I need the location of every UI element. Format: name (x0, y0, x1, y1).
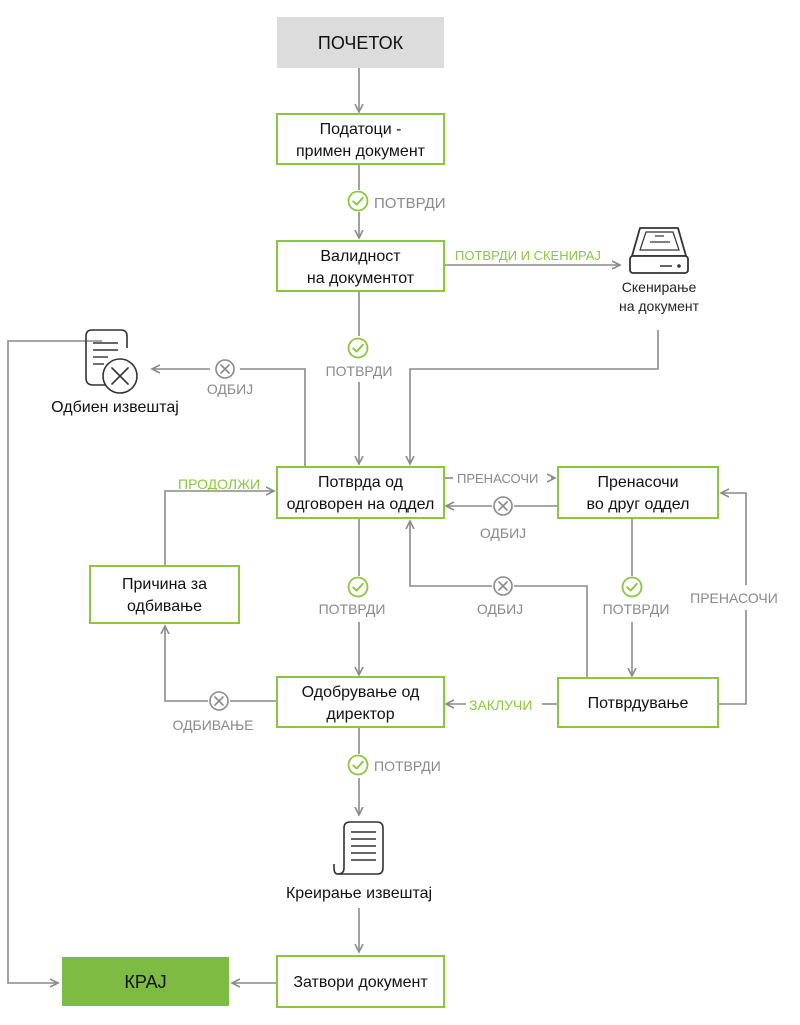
x-circle-icon (493, 496, 513, 516)
x-circle-icon (215, 359, 235, 379)
start-node: ПОЧЕТОК (277, 17, 444, 68)
check-circle-icon (347, 754, 369, 776)
edge-redirect-loop-b (721, 493, 747, 585)
x-circle-icon (493, 576, 513, 596)
close-document-node: Затвори документ (276, 955, 445, 1008)
redirect-department-line-1: Пренасочи (597, 474, 678, 491)
check-circle-icon (621, 576, 643, 598)
end-node: КРАЈ (62, 957, 229, 1006)
edge-label-reject-3: ОДБИЈ (477, 601, 523, 617)
edge-label-confirm-5: ПОТВРДИ (374, 758, 441, 774)
create-report-label: Креирање извештај (286, 885, 432, 902)
confirmation-node: Потврдување (557, 677, 719, 728)
scanning-line-1: Скенирање (622, 279, 697, 295)
end-label: КРАЈ (124, 972, 166, 992)
validity-node: Валидност на документот (276, 240, 445, 292)
rejection-reason-node: Причина за одбивање (89, 565, 240, 624)
edge-confirmation-reject-a (514, 585, 588, 678)
edge-label-continue: ПРОДОЛЖИ (178, 476, 260, 492)
edge-continue (164, 491, 274, 565)
edge-rejected-to-end (7, 340, 102, 983)
confirm-department-line-1: Потврда од (318, 474, 404, 491)
data-received-line-1: Податоци - (320, 121, 402, 138)
edge-label-confirm-4: ПОТВРДИ (603, 601, 670, 617)
director-approval-line-2: директор (326, 706, 394, 723)
edge-label-confirm-and-scan: ПОТВРДИ И СКЕНИРАЈ (455, 248, 601, 263)
director-approval-line-1: Одобрување од (302, 684, 420, 701)
edge-reject-report-a (240, 368, 306, 466)
edge-confirmation-reject-b (410, 521, 492, 587)
edge-scan-to-confirm (410, 330, 659, 464)
check-circle-icon (347, 190, 369, 212)
connectors (7, 68, 747, 983)
start-label: ПОЧЕТОК (318, 33, 404, 53)
edge-label-confirm-1: ПОТВРДИ (374, 195, 446, 212)
confirmation-label: Потврдување (588, 695, 689, 712)
rejection-reason-line-2: одбивање (127, 598, 202, 615)
director-approval-node: Одобрување од директор (276, 676, 445, 728)
edge-redirect-loop-a (718, 610, 747, 705)
edge-label-confirm-2: ПОТВРДИ (326, 363, 393, 379)
validity-line-2: на документот (307, 270, 415, 287)
edge-label-confirm-3: ПОТВРДИ (319, 601, 386, 617)
check-circle-icon (347, 337, 369, 359)
confirm-department-line-2: одговорен на оддел (287, 496, 435, 513)
rejected-report-label: Одбиен извештај (51, 399, 179, 416)
edge-label-redirect-1: ПРЕНАСОЧИ (457, 471, 538, 486)
data-received-line-2: примен документ (296, 143, 426, 160)
report-document-icon (333, 821, 384, 875)
confirm-department-node: Потврда од одговорен на оддел (276, 466, 445, 519)
edge-rejection-b (165, 626, 208, 702)
redirect-department-node: Пренасочи во друг оддел (557, 466, 719, 519)
rejected-document-icon (85, 329, 138, 394)
data-received-node: Податоци - примен документ (276, 113, 445, 165)
scanner-icon (629, 227, 689, 274)
close-document-label: Затвори документ (293, 974, 428, 991)
edge-label-reject-2: ОДБИЈ (480, 525, 526, 541)
edge-label-rejection: ОДБИВАЊЕ (172, 717, 253, 733)
scanning-line-2: на документ (619, 298, 700, 314)
rejection-reason-line-1: Причина за (122, 576, 207, 593)
edge-label-redirect-2: ПРЕНАСОЧИ (690, 590, 778, 606)
check-circle-icon (347, 576, 369, 598)
x-circle-icon (209, 691, 229, 711)
edge-label-reject-1: ОДБИЈ (207, 381, 253, 397)
redirect-department-line-2: во друг оддел (587, 496, 690, 513)
edge-label-conclude: ЗАКЛУЧИ (469, 697, 532, 713)
validity-line-1: Валидност (320, 248, 401, 265)
